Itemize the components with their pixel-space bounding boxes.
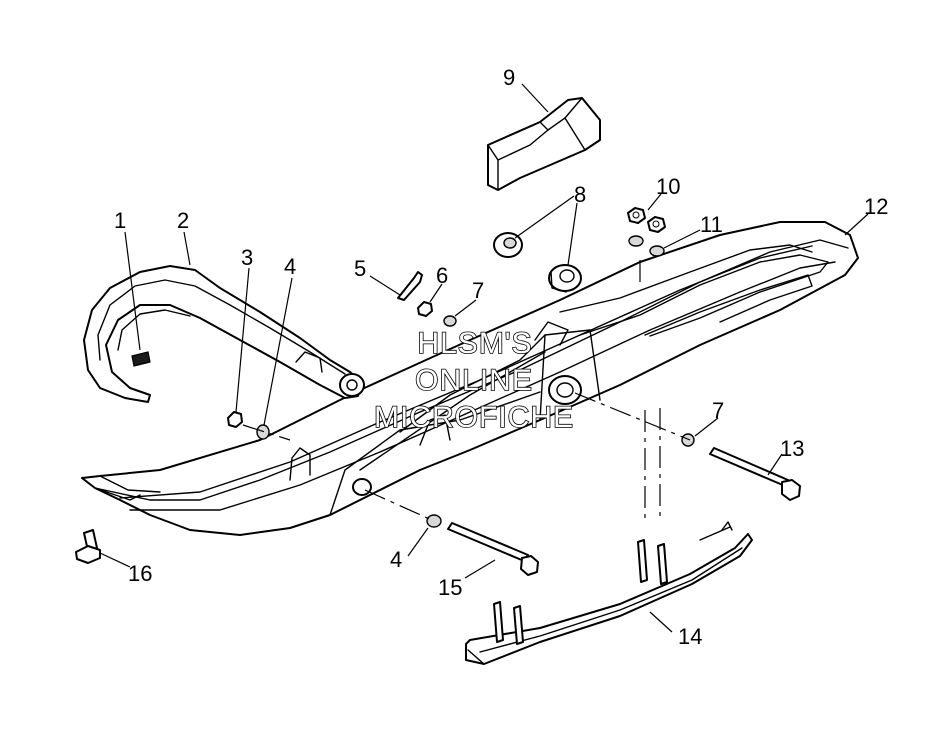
callout-15: 15 (438, 575, 462, 600)
callout-7-lower: 7 (712, 398, 724, 423)
ski-saddle-part (487, 97, 601, 191)
callout-10: 10 (656, 174, 680, 199)
callout-8: 8 (574, 182, 586, 207)
callout-2: 2 (177, 208, 189, 233)
flat-washer-part (443, 315, 695, 447)
callout-14: 14 (678, 624, 702, 649)
long-bolt-part (709, 447, 801, 501)
castle-nut-part (417, 301, 433, 317)
ski-part (81, 221, 859, 536)
watermark-line-2: ONLINE (415, 364, 533, 397)
handle-clip-part (131, 351, 151, 367)
pivot-bolt-part (447, 522, 539, 576)
callout-7-upper: 7 (472, 278, 484, 303)
assembly-centerlines (242, 260, 691, 522)
callout-1: 1 (114, 208, 126, 233)
ski-loop-handle (83, 265, 365, 403)
callout-12: 12 (864, 194, 888, 219)
nut-part (227, 411, 243, 428)
callout-labels: 1 2 3 4 5 6 7 8 9 10 11 12 7 13 14 15 4 … (114, 65, 888, 649)
lock-nut-part (627, 207, 666, 233)
callout-6: 6 (436, 263, 448, 288)
cotter-pin-part (397, 271, 423, 301)
watermark: HLSM'S ONLINE MICROFICHE (373, 326, 574, 435)
bushing-part (493, 232, 582, 293)
flange-bolt-part (75, 529, 101, 564)
callout-leaders (99, 83, 869, 633)
carbide-runner-part (465, 521, 753, 665)
watermark-line-3: MICROFICHE (374, 401, 574, 434)
callout-11: 11 (700, 212, 723, 237)
callout-13: 13 (780, 436, 804, 461)
callout-3: 3 (241, 245, 253, 270)
callout-5: 5 (354, 256, 366, 281)
callout-4-lower: 4 (390, 547, 402, 572)
washer-part (628, 235, 665, 257)
callout-4-upper: 4 (284, 254, 296, 279)
callout-9: 9 (503, 65, 515, 90)
callout-16: 16 (128, 561, 152, 586)
watermark-line-1: HLSM'S (417, 327, 532, 360)
